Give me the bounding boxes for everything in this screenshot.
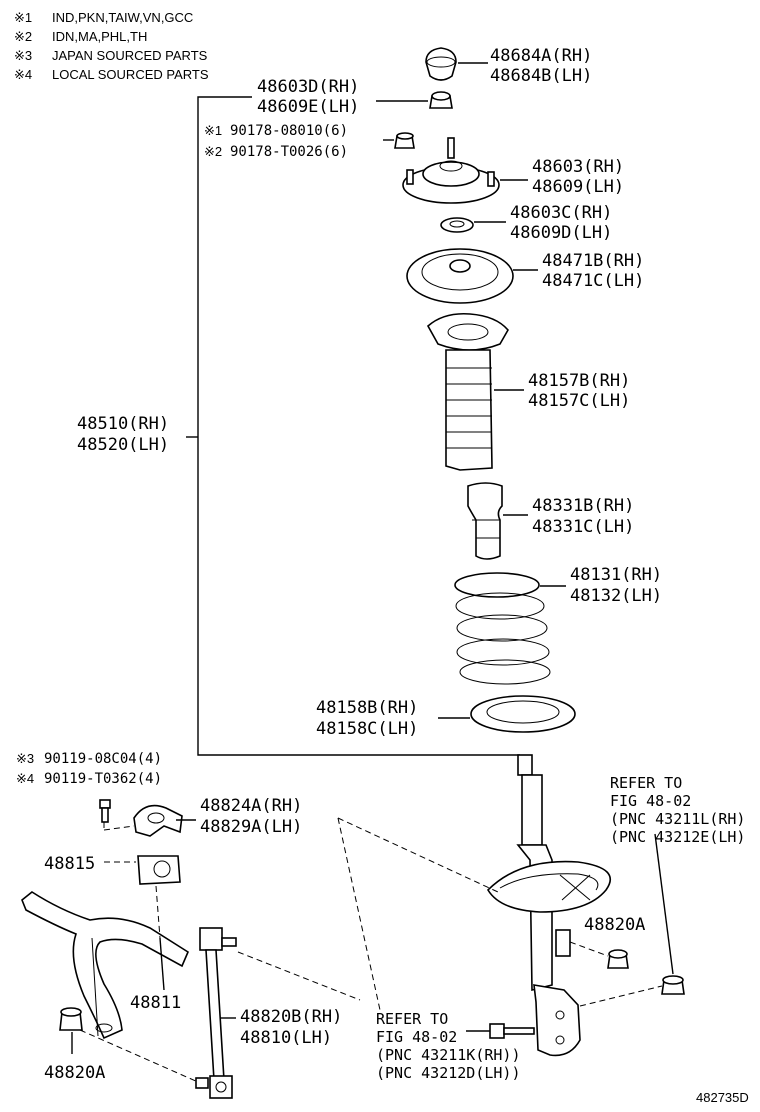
strut-cap-drawing [425, 47, 488, 81]
left-nut-drawing [59, 1007, 83, 1054]
bracket-bolt-4-mark: ※4 [16, 771, 34, 786]
stabilizer-bar-drawing [21, 891, 190, 1040]
boot-rh-label: 48157B(RH) [528, 371, 630, 391]
lower-ref-line-1: REFER TO [376, 1010, 448, 1028]
upper-ref-line-2: FIG 48-02 [610, 792, 691, 810]
assembly-rh-label: 48510(RH) [77, 414, 169, 434]
shock-absorber-drawing [486, 754, 612, 1057]
upper-spring-seat-drawing [406, 248, 538, 304]
right-nut-drawing [607, 949, 629, 969]
assembly-lh-label: 48520(LH) [77, 435, 169, 455]
bolt-1-mark: ※1 [204, 123, 222, 138]
knuckle-bolt-drawing [466, 1023, 535, 1039]
bolt-2-mark: ※2 [204, 144, 222, 159]
stabilizer-bar-label: 48811 [130, 993, 181, 1013]
bumper-rh-label: 48331B(RH) [532, 496, 634, 516]
note-mark-2: ※2 [14, 29, 32, 44]
note-mark-3: ※3 [14, 48, 32, 63]
knuckle-nut-drawing [654, 833, 685, 995]
bracket-bolt-drawing [99, 799, 111, 823]
spring-rh-label: 48131(RH) [570, 565, 662, 585]
cap-lh-label: 48684B(LH) [490, 66, 592, 86]
lower-reference: REFER TO FIG 48-02 (PNC 43211K(RH)) (PNC… [376, 1010, 521, 1082]
upper-ref-line-4: (PNC 43212E(LH) [610, 828, 745, 846]
bearing-lh-label: 48609D(LH) [510, 223, 612, 243]
left-nut-label: 48820A [44, 1063, 105, 1083]
upper-seat-rh-label: 48471B(RH) [542, 251, 644, 271]
upper-seat-lh-label: 48471C(LH) [542, 271, 644, 291]
stabilizer-bracket-drawing [133, 804, 196, 837]
lower-insulator-rh-label: 48158B(RH) [316, 698, 418, 718]
strut-support-drawing [402, 137, 528, 204]
lower-ref-line-4: (PNC 43212D(LH)) [376, 1064, 521, 1082]
dust-boot-drawing [426, 312, 524, 471]
nut-kit-lh-label: 48609E(LH) [257, 97, 359, 117]
stabilizer-link-drawing [195, 927, 237, 1099]
cap-rh-label: 48684A(RH) [490, 46, 592, 66]
bearing-drawing [440, 217, 506, 233]
support-rh-label: 48603(RH) [532, 157, 624, 177]
right-nut-label: 48820A [584, 915, 645, 935]
bushing-label: 48815 [44, 854, 95, 874]
notes-legend: ※1 IND,PKN,TAIW,VN,GCC ※2 IDN,MA,PHL,TH … [14, 10, 209, 82]
note-mark-4: ※4 [14, 67, 32, 82]
bracket-bolt-3-mark: ※3 [16, 751, 34, 766]
lower-insulator-lh-label: 48158C(LH) [316, 719, 418, 739]
bump-stop-drawing [467, 482, 528, 560]
guide-lines [79, 817, 663, 1083]
upper-ref-line-1: REFER TO [610, 774, 682, 792]
link-lh-label: 48810(LH) [240, 1028, 332, 1048]
coil-spring-drawing [454, 572, 566, 685]
support-lh-label: 48609(LH) [532, 177, 624, 197]
assembly-bracket [186, 96, 520, 756]
lower-insulator-drawing [438, 695, 576, 733]
bumper-lh-label: 48331C(LH) [532, 517, 634, 537]
support-bolt-drawing [383, 132, 415, 149]
lower-ref-line-3: (PNC 43211K(RH)) [376, 1046, 521, 1064]
lower-ref-line-2: FIG 48-02 [376, 1028, 457, 1046]
note-text-4: LOCAL SOURCED PARTS [52, 67, 209, 82]
bolt-2-label: 90178-T0026(6) [230, 144, 348, 160]
upper-reference: REFER TO FIG 48-02 (PNC 43211L(RH) (PNC … [610, 774, 745, 846]
upper-ref-line-3: (PNC 43211L(RH) [610, 810, 745, 828]
note-text-1: IND,PKN,TAIW,VN,GCC [52, 10, 193, 25]
note-text-2: IDN,MA,PHL,TH [52, 29, 147, 44]
bracket-lh-label: 48829A(LH) [200, 817, 302, 837]
stabilizer-bushing-drawing [104, 855, 181, 885]
part-labels: 48684A(RH) 48684B(LH) 48603D(RH) 48609E(… [16, 46, 662, 1083]
note-mark-1: ※1 [14, 10, 32, 25]
nut-kit-rh-label: 48603D(RH) [257, 77, 359, 97]
bracket-rh-label: 48824A(RH) [200, 796, 302, 816]
note-text-3: JAPAN SOURCED PARTS [52, 48, 208, 63]
bracket-bolt-4-label: 90119-T0362(4) [44, 771, 162, 787]
bracket-bolt-3-label: 90119-08C04(4) [44, 751, 162, 767]
spring-lh-label: 48132(LH) [570, 586, 662, 606]
strut-nut-drawing [376, 91, 453, 109]
boot-lh-label: 48157C(LH) [528, 391, 630, 411]
link-rh-label: 48820B(RH) [240, 1007, 342, 1027]
drawing-code: 482735D [696, 1090, 749, 1105]
bearing-rh-label: 48603C(RH) [510, 203, 612, 223]
bolt-1-label: 90178-08010(6) [230, 123, 348, 139]
